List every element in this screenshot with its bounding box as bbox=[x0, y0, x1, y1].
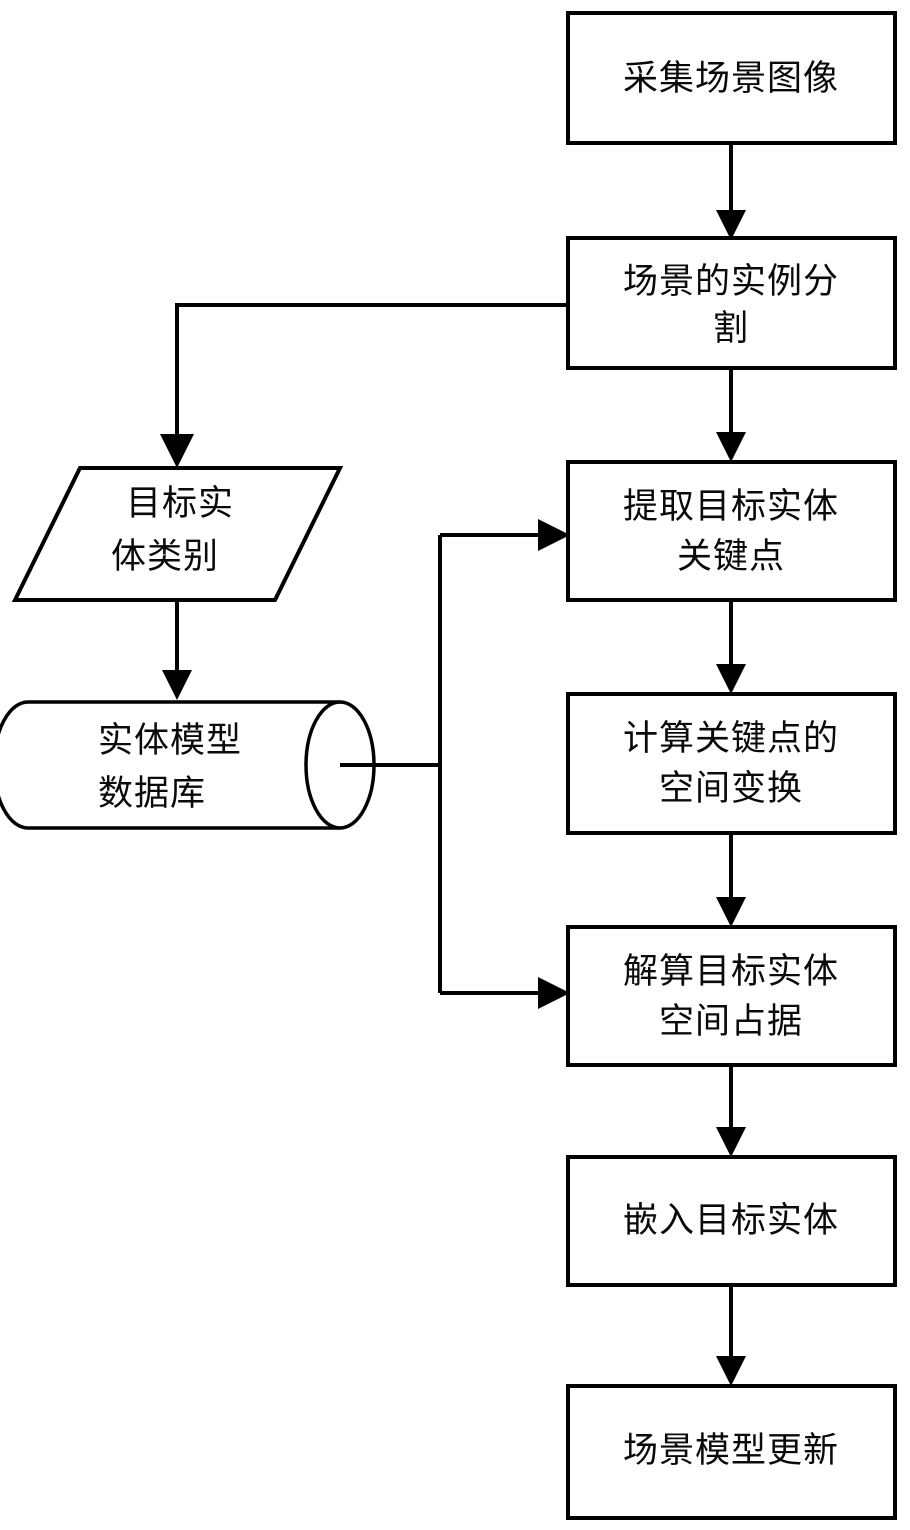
edge-embed-to-update bbox=[716, 1285, 746, 1386]
edge-segmentation-to-category bbox=[160, 303, 568, 468]
node-target-entity-category-label-line1: 目标实 bbox=[126, 484, 234, 524]
node-scene-instance-segmentation[interactable]: 场景的实例分 割 bbox=[566, 236, 897, 370]
node-extract-target-entity-keypoints-box[interactable] bbox=[566, 460, 897, 602]
node-scene-instance-segmentation-box[interactable] bbox=[566, 236, 897, 370]
edge-extract-to-compute bbox=[716, 600, 746, 694]
edge-database-to-solve bbox=[440, 977, 570, 1009]
node-entity-model-database[interactable]: 实体模型 数据库 bbox=[0, 700, 376, 830]
node-target-entity-category[interactable]: 目标实 体类别 bbox=[11, 466, 344, 602]
node-collect-scene-image-label: 采集场景图像 bbox=[623, 59, 839, 99]
node-solve-target-entity-space-occupancy-label-line1: 解算目标实体 bbox=[623, 952, 839, 992]
node-compute-keypoint-spatial-transform-label-line1: 计算关键点的 bbox=[623, 719, 839, 759]
node-scene-instance-segmentation-label-line2: 割 bbox=[713, 309, 749, 349]
node-solve-target-entity-space-occupancy-box[interactable] bbox=[566, 925, 897, 1067]
node-scene-model-update-label: 场景模型更新 bbox=[623, 1431, 839, 1471]
node-collect-scene-image[interactable]: 采集场景图像 bbox=[566, 11, 897, 145]
node-target-entity-category-label-line2: 体类别 bbox=[111, 537, 219, 577]
edge-compute-to-solve bbox=[716, 833, 746, 927]
node-scene-instance-segmentation-label-line1: 场景的实例分 bbox=[623, 262, 839, 302]
node-entity-model-database-label-line2: 数据库 bbox=[98, 774, 206, 814]
node-solve-target-entity-space-occupancy[interactable]: 解算目标实体 空间占据 bbox=[566, 925, 897, 1067]
edge-solve-to-embed bbox=[716, 1065, 746, 1157]
edge-database-bus bbox=[340, 535, 442, 993]
edge-collect-to-segmentation bbox=[716, 143, 746, 240]
node-target-entity-category-shape[interactable] bbox=[11, 466, 344, 602]
node-entity-model-database-label-line1: 实体模型 bbox=[98, 721, 242, 761]
node-compute-keypoint-spatial-transform-box[interactable] bbox=[566, 692, 897, 835]
node-compute-keypoint-spatial-transform-label-line2: 空间变换 bbox=[659, 769, 803, 809]
edge-category-to-database bbox=[162, 600, 192, 700]
node-embed-target-entity-label: 嵌入目标实体 bbox=[623, 1201, 839, 1241]
node-entity-model-database-cap bbox=[304, 700, 341, 830]
node-extract-target-entity-keypoints[interactable]: 提取目标实体 关键点 bbox=[566, 460, 897, 602]
node-extract-target-entity-keypoints-label-line2: 关键点 bbox=[677, 537, 785, 577]
node-embed-target-entity[interactable]: 嵌入目标实体 bbox=[566, 1155, 897, 1287]
node-extract-target-entity-keypoints-label-line1: 提取目标实体 bbox=[623, 487, 839, 527]
edge-database-to-extract bbox=[440, 519, 570, 551]
node-solve-target-entity-space-occupancy-label-line2: 空间占据 bbox=[659, 1002, 803, 1042]
edge-segmentation-to-extract bbox=[716, 368, 746, 462]
node-scene-model-update[interactable]: 场景模型更新 bbox=[566, 1384, 897, 1520]
node-compute-keypoint-spatial-transform[interactable]: 计算关键点的 空间变换 bbox=[566, 692, 897, 835]
node-scene-model-update-box[interactable] bbox=[566, 1384, 897, 1520]
node-collect-scene-image-box[interactable] bbox=[566, 11, 897, 145]
node-embed-target-entity-box[interactable] bbox=[566, 1155, 897, 1287]
